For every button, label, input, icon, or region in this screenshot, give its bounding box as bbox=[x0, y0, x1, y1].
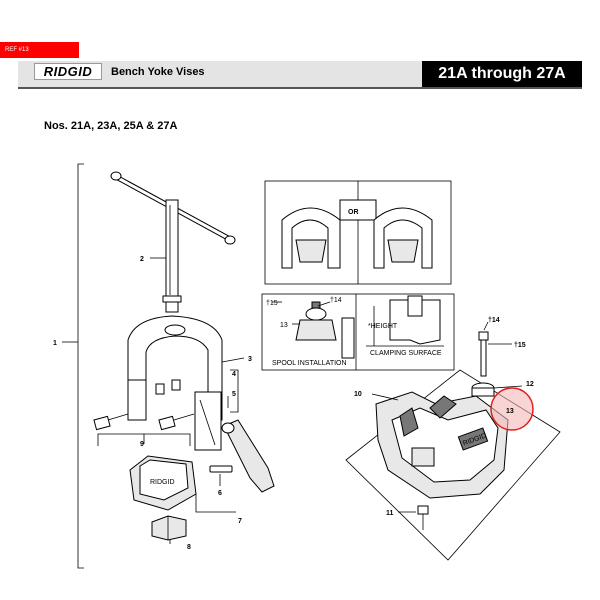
callout-5: 5 bbox=[232, 391, 236, 398]
callout-9: 9 bbox=[140, 441, 144, 448]
inset-or-label: OR bbox=[348, 209, 359, 216]
bolts-part-9 bbox=[93, 379, 195, 446]
callout-3: 3 bbox=[248, 356, 252, 363]
height-label: *HEIGHT bbox=[368, 323, 398, 330]
inset-callout-14: †14 bbox=[330, 297, 342, 304]
svg-text:RIDGID: RIDGID bbox=[150, 479, 175, 486]
inset-callout-15: †15 bbox=[266, 300, 278, 307]
inset-callout-13: 13 bbox=[280, 322, 288, 329]
callout-14: †14 bbox=[488, 317, 500, 324]
model-range: 21A through 27A bbox=[422, 61, 582, 87]
model-list: Nos. 21A, 23A, 25A & 27A bbox=[44, 120, 178, 132]
reference-tag: REF #13 bbox=[0, 42, 79, 58]
inset-spool-box bbox=[261, 293, 455, 371]
callout-6: 6 bbox=[218, 490, 222, 497]
callout-10: 10 bbox=[354, 391, 362, 398]
callout-13: 13 bbox=[506, 408, 514, 415]
jaw-insert-part-8 bbox=[151, 515, 187, 544]
callout-11: 11 bbox=[386, 510, 394, 517]
yoke-part-3 bbox=[127, 315, 245, 451]
brand-logo: RIDGID bbox=[34, 63, 102, 80]
bolt-stack-parts-12-14-15 bbox=[471, 321, 523, 397]
page-title: Bench Yoke Vises bbox=[111, 66, 205, 78]
lever-part-5 bbox=[221, 396, 275, 493]
base-part-10: RIDGID bbox=[345, 369, 561, 561]
callout-1: 1 bbox=[53, 340, 57, 347]
screw-handle-part-2 bbox=[110, 171, 236, 313]
highlight-part-13: 13 bbox=[490, 387, 534, 431]
pin-part-6 bbox=[209, 465, 233, 486]
screw-part-11 bbox=[398, 505, 429, 530]
callout-4: 4 bbox=[232, 371, 236, 378]
inset-or-box bbox=[264, 180, 452, 285]
spool-installation-label: SPOOL INSTALLATION bbox=[272, 360, 347, 367]
jaw-part-7: RIDGID bbox=[129, 455, 236, 513]
callout-2: 2 bbox=[140, 256, 144, 263]
callout-12: 12 bbox=[526, 381, 534, 388]
callout-8: 8 bbox=[187, 544, 191, 551]
clamping-surface-label: CLAMPING SURFACE bbox=[370, 350, 442, 357]
callout-7: 7 bbox=[238, 518, 242, 525]
bracket-part-1 bbox=[62, 163, 84, 569]
callout-15: †15 bbox=[514, 342, 526, 349]
